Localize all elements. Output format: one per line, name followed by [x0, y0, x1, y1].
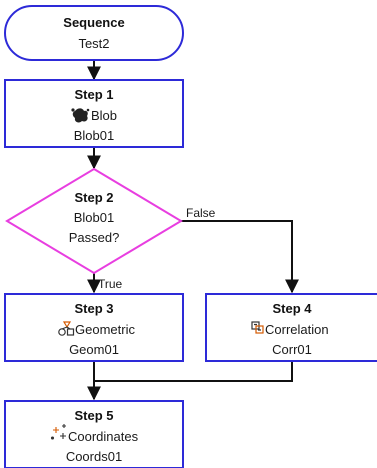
step1-node[interactable]: Step 1 Blob Blob01 [4, 79, 184, 148]
step1-tool-label: Blob [91, 108, 117, 123]
edge-step2-false-to-step4 [181, 220, 299, 294]
connectors [87, 60, 299, 401]
step4-tool-label: Correlation [265, 322, 329, 337]
step2-decision-node[interactable]: Step 2 Blob01 Passed? [5, 167, 183, 275]
step5-name: Coords01 [66, 449, 122, 464]
geometric-icon [58, 321, 75, 336]
step1-title: Step 1 [74, 87, 113, 102]
step3-node[interactable]: Step 3 Geometric Geom01 [4, 293, 184, 362]
correlation-icon [251, 321, 264, 334]
sequence-name: Test2 [78, 36, 109, 51]
sequence-title: Sequence [63, 15, 124, 30]
step4-node[interactable]: Step 4 Correlation Corr01 [205, 293, 377, 362]
step5-title: Step 5 [74, 408, 113, 423]
edge-label-true: True [98, 277, 123, 291]
step5-node[interactable]: Step 5 Coordinates Coords01 [4, 400, 184, 468]
step3-title: Step 3 [74, 301, 113, 316]
step3-tool-label: Geometric [75, 322, 135, 337]
step2-title: Step 2 [74, 190, 113, 205]
step4-name: Corr01 [272, 342, 312, 357]
blob-icon [71, 108, 90, 123]
sequence-node[interactable]: Sequence Test2 [4, 5, 184, 61]
edge-label-false: False [186, 206, 216, 220]
step1-name: Blob01 [74, 128, 114, 143]
step2-condition: Passed? [69, 230, 120, 245]
step3-name: Geom01 [69, 342, 119, 357]
step2-source: Blob01 [74, 210, 114, 225]
step5-tool-label: Coordinates [68, 429, 139, 444]
coordinates-icon [50, 424, 66, 440]
step4-title: Step 4 [272, 301, 312, 316]
edge-step4-to-step5 [94, 362, 293, 382]
